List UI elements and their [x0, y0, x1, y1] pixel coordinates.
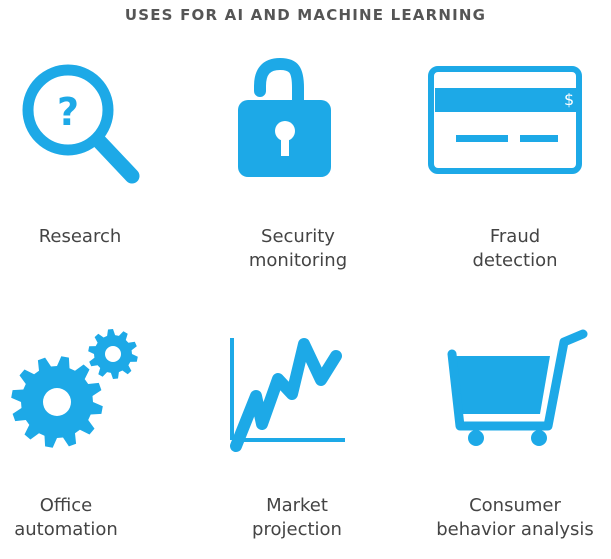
label-consumer-behavior-analysis: Consumer behavior analysis [436, 495, 594, 540]
label-security-monitoring: Security monitoring [248, 226, 348, 271]
shopping-cart-icon [440, 326, 590, 451]
label-fraud-detection: Fraud detection [472, 226, 558, 271]
label-research: Research [38, 226, 122, 247]
question-mark-glyph: ? [57, 90, 79, 134]
line-chart-icon [222, 334, 352, 454]
label-office-automation: Office automation [14, 495, 118, 540]
diagram-title: USES FOR AI AND MACHINE LEARNING [124, 6, 487, 24]
label-market-projection: Market projection [252, 495, 342, 540]
small-gear-shape [88, 329, 138, 379]
large-gear-shape [11, 356, 103, 448]
magnifier-question-icon: ? [20, 62, 140, 187]
padlock-icon [238, 57, 338, 183]
gears-icon [0, 320, 150, 450]
credit-card-icon: $ [428, 66, 584, 176]
card-dollar-symbol: $ [564, 90, 575, 109]
